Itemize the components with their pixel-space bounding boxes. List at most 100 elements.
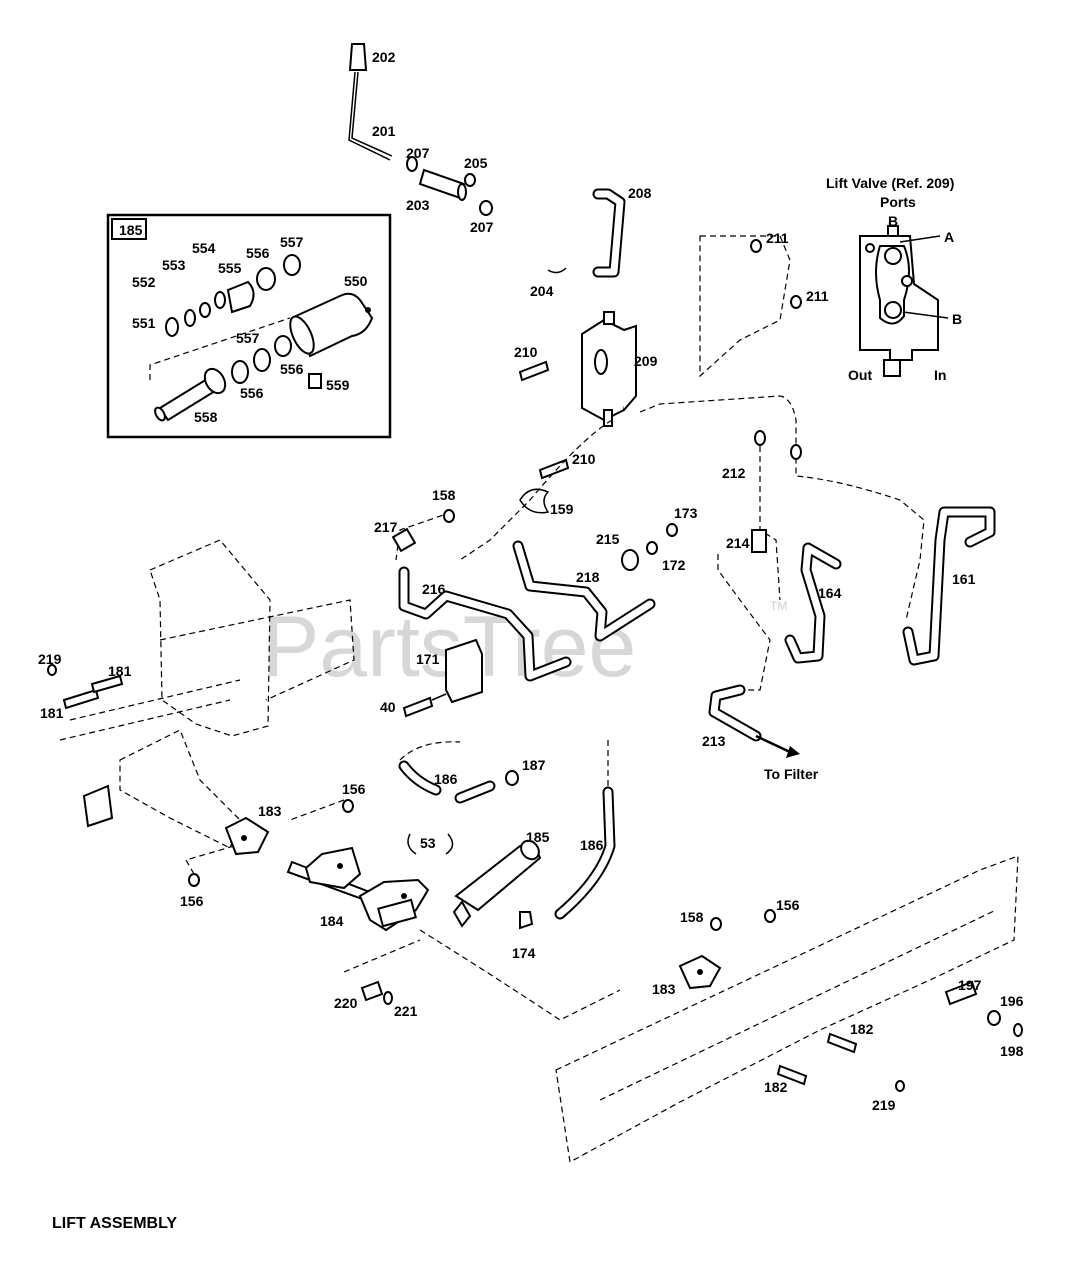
part-label-161: 161: [952, 571, 976, 587]
clip-204: [547, 267, 567, 274]
part-label-554: 554: [192, 240, 216, 256]
nut-156a: [342, 799, 354, 813]
part-label-205: 205: [464, 155, 488, 171]
diagram-title: LIFT ASSEMBLY: [52, 1215, 177, 1232]
fitting-212b: [790, 444, 802, 460]
nut-158b: [710, 917, 722, 931]
pin-205: [464, 173, 476, 187]
tube-218: [514, 542, 654, 640]
washer-172: [646, 541, 658, 555]
snap-ring-53b: [445, 833, 454, 855]
handle-grip-202: [348, 43, 368, 71]
clip-221: [383, 991, 393, 1005]
cylinder-barrel-550: [289, 292, 374, 358]
hose-186b: [556, 788, 614, 918]
clip-198: [1013, 1023, 1023, 1037]
part-label-156: 156: [180, 893, 204, 909]
part-label-211: 211: [766, 230, 789, 246]
bolt-181b: [90, 674, 124, 694]
valve-bracket: [699, 235, 791, 378]
part-label-173: 173: [674, 505, 698, 521]
part-label-196: 196: [1000, 993, 1024, 1009]
hose-187: [456, 782, 494, 802]
inset-ref-label: 185: [119, 222, 143, 238]
part-label-198: 198: [1000, 1043, 1024, 1059]
part-label-158: 158: [432, 487, 456, 503]
part-label-553: 553: [162, 257, 186, 273]
lift-valve-209: [581, 311, 637, 427]
part-label-172: 172: [662, 557, 686, 573]
part-label-197: 197: [958, 977, 982, 993]
part-label-552: 552: [132, 274, 156, 290]
nut-156a-path: [289, 799, 345, 821]
part-label-171: 171: [416, 651, 440, 667]
hose-159: [519, 488, 550, 514]
bolt-210b: [538, 458, 570, 480]
line-path-217: [395, 511, 453, 561]
part-label-555: 555: [218, 260, 242, 276]
port-top: B: [888, 213, 898, 229]
bolt-181a: [62, 688, 100, 710]
fitting-174: [519, 911, 534, 930]
part-label-209: 209: [634, 353, 658, 369]
washer-207b: [479, 200, 493, 216]
part-label-207: 207: [406, 145, 430, 161]
return-line-path: [639, 395, 925, 621]
tee-214: [751, 529, 767, 553]
part-label-557: 557: [236, 330, 260, 346]
valve-detail-subtitle: Ports: [880, 194, 916, 210]
rod-208: [594, 190, 624, 276]
tube-164: [786, 544, 840, 662]
part-label-156: 156: [342, 781, 366, 797]
nut-211a: [750, 239, 762, 253]
part-label-207: 207: [470, 219, 494, 235]
pin-220-path: [343, 939, 421, 973]
valve-detail: [859, 225, 949, 377]
to-filter-arrow: [786, 746, 800, 758]
hose-186a-path: [399, 741, 461, 761]
tube-216: [400, 568, 570, 680]
inset-185: [106, 213, 392, 439]
pin-197: [944, 980, 978, 1006]
to-filter-label: To Filter: [764, 766, 819, 782]
part-label-202: 202: [372, 49, 396, 65]
part-label-559: 559: [326, 377, 350, 393]
part-label-558: 558: [194, 409, 218, 425]
part-label-557: 557: [280, 234, 304, 250]
part-label-213: 213: [702, 733, 726, 749]
part-label-181: 181: [40, 705, 64, 721]
line-path-214: [717, 554, 771, 691]
part-label-221: 221: [394, 1003, 418, 1019]
port-b: B: [952, 311, 962, 327]
bolt-182a: [826, 1032, 858, 1054]
valve-detail-labels: Lift Valve (Ref. 209) Ports B A B Out In: [826, 175, 962, 383]
part-labels: 202 201 207 205 203 207 208 211 211 204 …: [38, 49, 1024, 1113]
part-label-186: 186: [580, 837, 604, 853]
washer-207a: [406, 156, 418, 172]
hose-186a: [400, 762, 440, 794]
part-label-156: 156: [776, 897, 800, 913]
lift-arm-183: [82, 729, 270, 856]
bolt-40: [402, 696, 434, 718]
part-label-182: 182: [850, 1021, 874, 1037]
nut-211b: [790, 295, 802, 309]
pin-220: [360, 980, 384, 1002]
part-label-158: 158: [680, 909, 704, 925]
nut-156b-path: [185, 845, 235, 875]
part-label-187: 187: [522, 757, 546, 773]
part-label-174: 174: [512, 945, 536, 961]
part-label-208: 208: [628, 185, 652, 201]
rockshaft-184: [286, 846, 430, 932]
port-a: A: [944, 229, 954, 245]
valve-detail-title: Lift Valve (Ref. 209): [826, 175, 954, 191]
tube-161: [904, 508, 994, 664]
part-label-210: 210: [572, 451, 596, 467]
bolt-182b: [776, 1064, 808, 1086]
inset-ref-box: [111, 218, 147, 240]
part-label-218: 218: [576, 569, 600, 585]
part-label-182: 182: [764, 1079, 788, 1095]
port-in: In: [934, 367, 946, 383]
nut-158: [443, 509, 455, 523]
part-label-184: 184: [320, 913, 344, 929]
part-label-216: 216: [422, 581, 446, 597]
